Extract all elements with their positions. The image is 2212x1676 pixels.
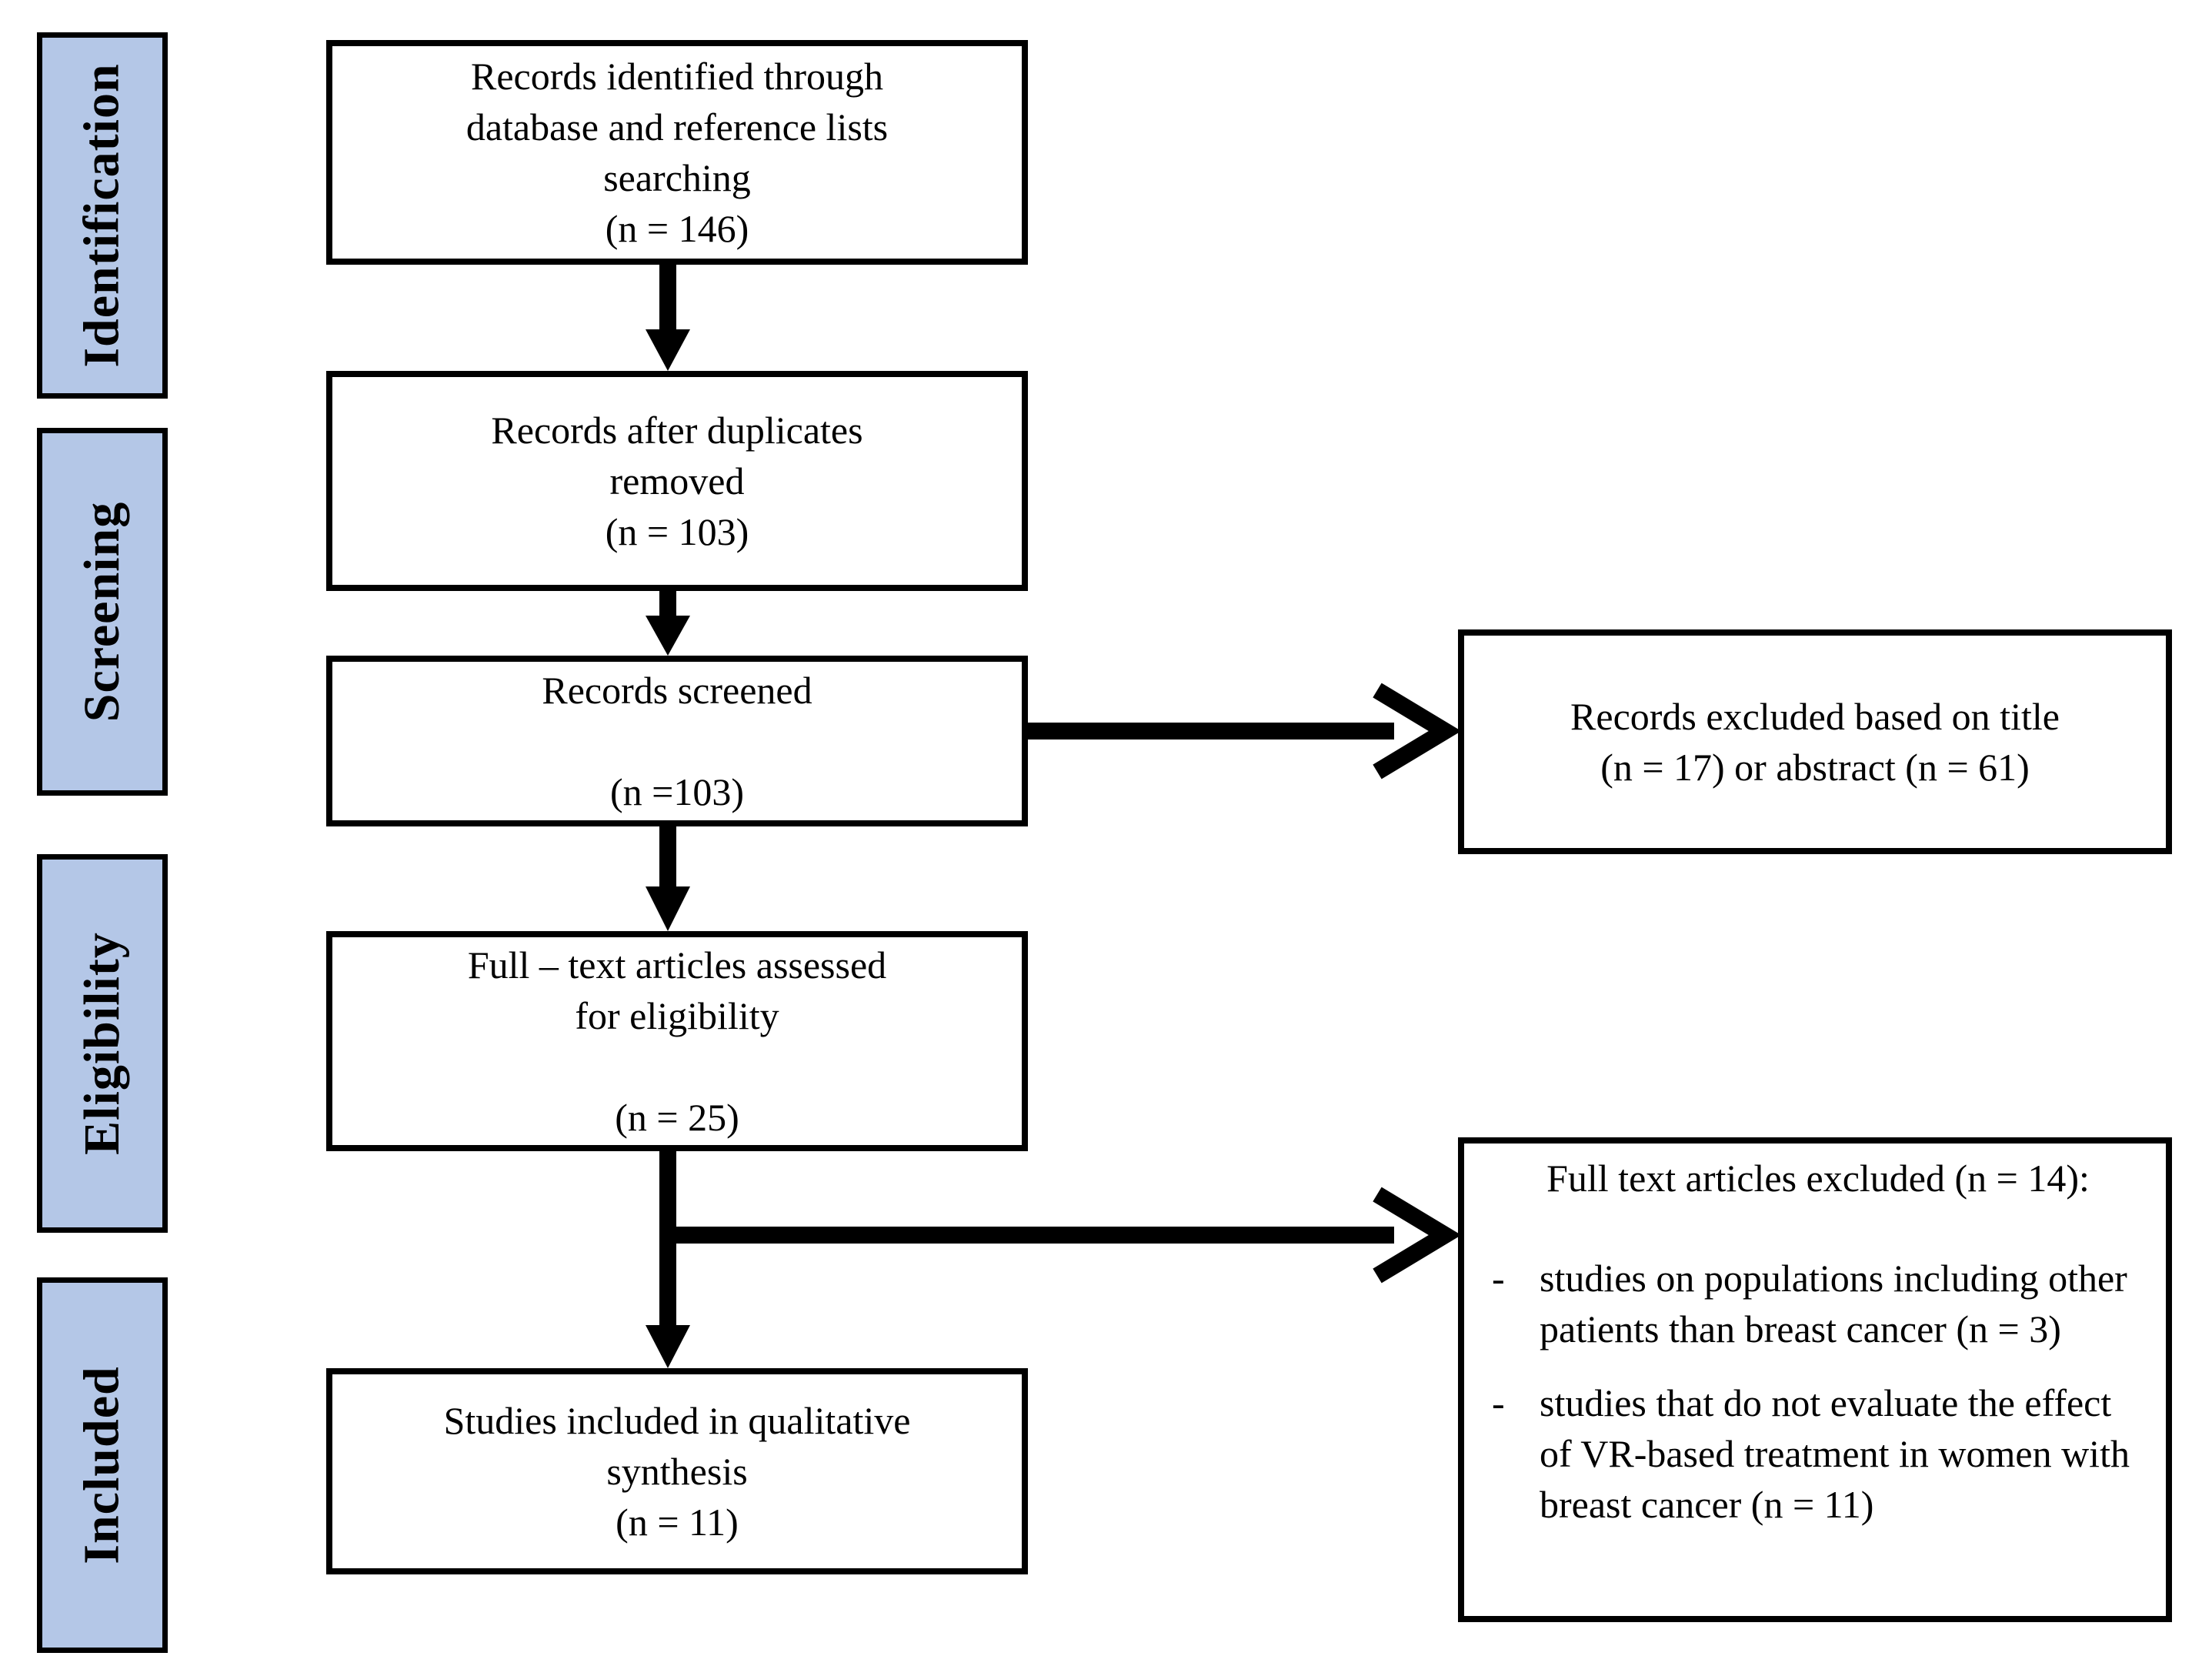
box-fulltext-excluded: Full text articles excluded (n = 14): - … — [1458, 1137, 2172, 1622]
stage-identification: Identification — [37, 32, 168, 399]
fulltext-excluded-header: Full text articles excluded (n = 14): — [1546, 1157, 2090, 1200]
arrow-identified-to-duplicates — [646, 265, 690, 371]
arrow-fulltext-to-included — [646, 1151, 690, 1368]
list-dash-marker: - — [1492, 1381, 1505, 1424]
arrow-screened-to-fulltext — [646, 826, 690, 931]
stage-eligibility-label: Eligibility — [74, 932, 131, 1155]
stage-included: Included — [37, 1277, 168, 1653]
box-records-identified: Records identified through database and … — [326, 40, 1028, 265]
box-duplicates-removed: Records after duplicates removed (n = 10… — [326, 371, 1028, 591]
arrow-screened-to-excluded — [1028, 683, 1462, 780]
fulltext-excluded-item-text: studies on populations including other p… — [1540, 1257, 2127, 1350]
box-studies-included: Studies included in qualitative synthesi… — [326, 1368, 1028, 1574]
arrow-duplicates-to-screened — [646, 591, 690, 656]
box-studies-included-text: Studies included in qualitative synthesi… — [443, 1399, 911, 1544]
box-records-screened: Records screened (n =103) — [326, 656, 1028, 826]
stage-included-label: Included — [74, 1366, 130, 1564]
box-fulltext-assessed-text: Full – text articles assessed for eligib… — [467, 943, 887, 1139]
stage-screening-label: Screening — [74, 501, 131, 723]
stage-screening: Screening — [37, 428, 168, 796]
box-records-identified-text: Records identified through database and … — [465, 55, 889, 250]
arrow-fulltext-to-excluded — [668, 1187, 1462, 1284]
fulltext-excluded-item: - studies on populations including other… — [1492, 1253, 2144, 1354]
stage-identification-label: Identification — [74, 63, 130, 368]
stage-eligibility: Eligibility — [37, 854, 168, 1233]
list-dash-marker: - — [1492, 1257, 1505, 1300]
box-fulltext-assessed: Full – text articles assessed for eligib… — [326, 931, 1028, 1151]
box-records-screened-text: Records screened (n =103) — [542, 669, 812, 813]
fulltext-excluded-item: - studies that do not evaluate the effec… — [1492, 1377, 2144, 1530]
fulltext-excluded-item-text: studies that do not evaluate the effect … — [1540, 1381, 2130, 1526]
box-records-excluded-text: Records excluded based on title (n = 17)… — [1570, 695, 2060, 789]
box-duplicates-removed-text: Records after duplicates removed (n = 10… — [491, 409, 863, 553]
box-records-excluded: Records excluded based on title (n = 17)… — [1458, 629, 2172, 854]
